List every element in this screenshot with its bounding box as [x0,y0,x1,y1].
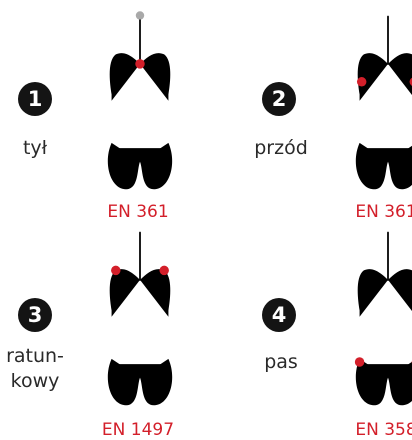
label-4: pas [264,351,298,373]
attachment-point-hip-left [354,357,365,367]
label-2: przód [254,137,308,159]
number-badge-3: 3 [18,298,52,332]
attachment-point-back [135,59,145,69]
attachment-point-shoulder-right [159,265,169,276]
label-1: tył [22,137,48,159]
attachment-point-shoulder-left [111,265,121,276]
number-badge-4: 4 [262,298,296,332]
attachment-point-front-right [409,77,412,86]
number-badge-2: 2 [262,82,296,116]
harness-diagram-3 [107,231,173,406]
number-badge-1: 1 [18,82,52,116]
standard-label-3: EN 1497 [101,420,175,440]
attachment-point-top [135,11,145,20]
standard-label-1: EN 361 [107,202,169,222]
label-3: ratun- kowy [0,344,70,394]
standard-label-2: EN 361 [355,202,412,222]
harness-diagram-2 [355,15,412,190]
label-3-line-1: ratun- [6,345,64,367]
harness-diagram-1 [107,11,173,190]
attachment-point-front-left [356,77,367,87]
harness-diagram-4 [354,231,412,406]
label-3-line-2: kowy [10,370,60,392]
standard-label-4: EN 358 [355,420,412,440]
